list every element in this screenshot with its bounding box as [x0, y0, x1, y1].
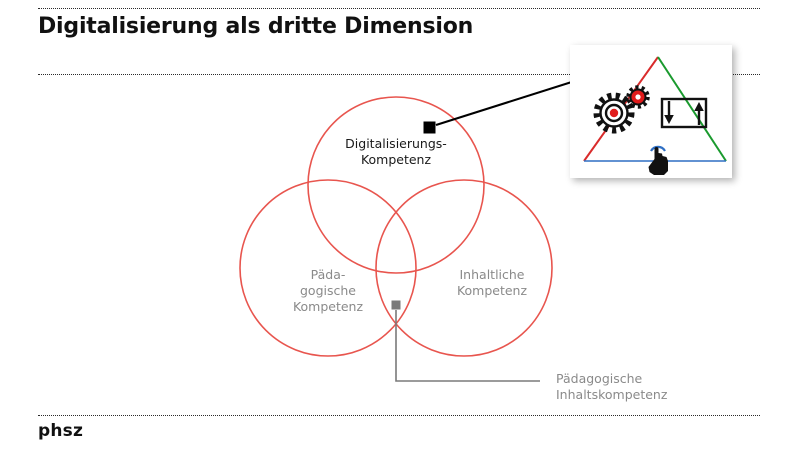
page-title: Digitalisierung als dritte Dimension — [38, 14, 474, 39]
detail-panel-graphic — [583, 56, 727, 175]
footer-logo: phsz — [38, 421, 84, 441]
title-top-divider — [38, 8, 760, 9]
digital-competence-leader-line — [435, 78, 579, 127]
label-inhaltliche-kompetenz: Inhaltliche Kompetenz — [456, 267, 528, 298]
pedagogical-content-marker — [391, 300, 401, 310]
circle-paedagogische-kompetenz — [239, 179, 417, 357]
label-paedagogische-inhaltskompetenz: Pädagogische Inhaltskompetenz — [556, 371, 668, 402]
circle-inhaltliche-kompetenz — [375, 179, 553, 357]
circle-digitalisierungs-kompetenz — [307, 96, 485, 274]
label-digitalisierungs-kompetenz: Digitalisierungs- Kompetenz — [345, 136, 447, 167]
footer-divider — [38, 415, 760, 416]
pedagogical-content-leader-line — [395, 310, 540, 382]
digital-competence-marker — [423, 121, 436, 134]
data-exchange-icon — [660, 97, 708, 129]
gears-icon — [593, 85, 650, 134]
digitalisierung-detail-panel — [570, 45, 732, 178]
title-bottom-divider — [38, 74, 760, 75]
tap-hand-icon — [648, 145, 668, 175]
label-paedagogische-kompetenz: Päda- gogische Kompetenz — [292, 267, 364, 314]
triangle-edge-right-green — [657, 56, 727, 162]
